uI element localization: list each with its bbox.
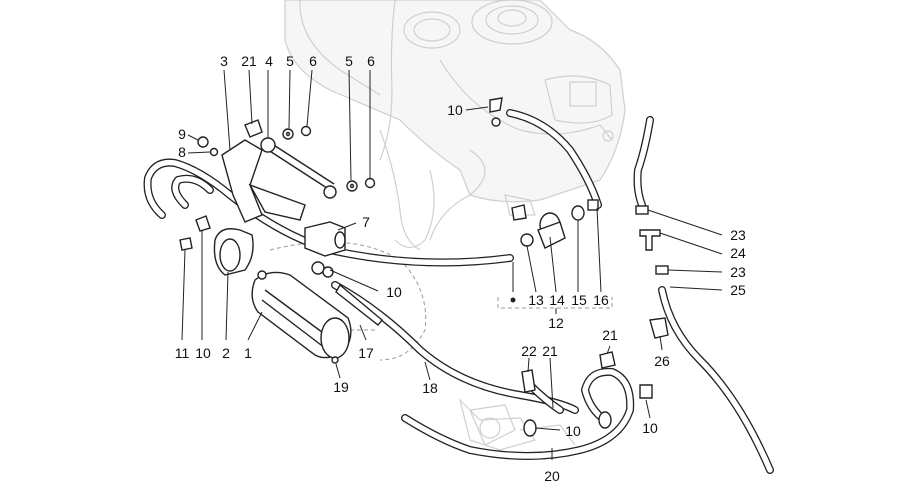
clamp-21-part (244, 119, 263, 138)
hoses (143, 109, 774, 474)
callout-26: 26 (654, 353, 670, 369)
clamp-23-part (635, 205, 649, 215)
callout-15: 15 (571, 292, 587, 308)
callout-6: 6 (309, 53, 317, 69)
callout-11: 11 (175, 345, 190, 361)
callout-6: 6 (367, 53, 375, 69)
clamp-23b-part (655, 265, 669, 275)
clamp-13-part (520, 233, 534, 247)
clip-10-part (489, 97, 503, 113)
callout-21: 21 (602, 327, 618, 343)
callout-10: 10 (642, 420, 658, 436)
callout-12: 12 (548, 315, 564, 331)
fitting-10-part (195, 215, 211, 232)
callout-10: 10 (386, 284, 402, 300)
callout-10: 10 (565, 423, 581, 439)
callout-3: 3 (220, 53, 228, 69)
callout-2: 2 (222, 345, 230, 361)
connector-22-part (521, 369, 536, 393)
callout-1: 1 (244, 345, 252, 361)
callout-5: 5 (345, 53, 353, 69)
clip-19-part (331, 356, 339, 364)
callout-labels: 3 21 4 5 6 5 6 9 8 10 7 10 13 14 15 16 1… (175, 53, 746, 484)
callout-19: 19 (333, 379, 349, 395)
callout-4: 4 (265, 53, 273, 69)
callout-16: 16 (593, 292, 609, 308)
callout-13: 13 (528, 292, 544, 308)
callout-23: 23 (730, 264, 746, 280)
fuel-tank-ghost (284, 0, 626, 251)
callout-20: 20 (544, 468, 560, 484)
callout-7: 7 (362, 214, 370, 230)
callout-21: 21 (241, 53, 257, 69)
callout-18: 18 (422, 380, 438, 396)
clamp-21b-part (599, 351, 616, 369)
callout-23: 23 (730, 227, 746, 243)
washer-8-part (209, 147, 219, 157)
callout-8: 8 (178, 144, 186, 160)
callout-9: 9 (178, 126, 186, 142)
washer-9-part (197, 136, 209, 148)
callout-21: 21 (542, 343, 558, 359)
parts (179, 97, 669, 437)
hose-reference-dot (510, 297, 516, 303)
support-plate-part (248, 183, 306, 221)
leader-lines (181, 69, 723, 460)
tee-24-part (639, 229, 661, 251)
callout-25: 25 (730, 282, 746, 298)
valve-7-part (304, 221, 346, 257)
pipe-17-part (335, 283, 383, 326)
callout-22: 22 (521, 343, 537, 359)
callout-10: 10 (195, 345, 211, 361)
callout-14: 14 (549, 292, 565, 308)
callout-24: 24 (730, 245, 746, 261)
clamp-15-part (571, 205, 585, 221)
clip-26-part (649, 317, 669, 339)
callout-5: 5 (286, 53, 294, 69)
support-rod-part (261, 145, 331, 191)
cap-11-part (179, 237, 193, 251)
callout-10: 10 (447, 102, 463, 118)
bracket-part (221, 139, 263, 223)
callout-17: 17 (358, 345, 374, 361)
